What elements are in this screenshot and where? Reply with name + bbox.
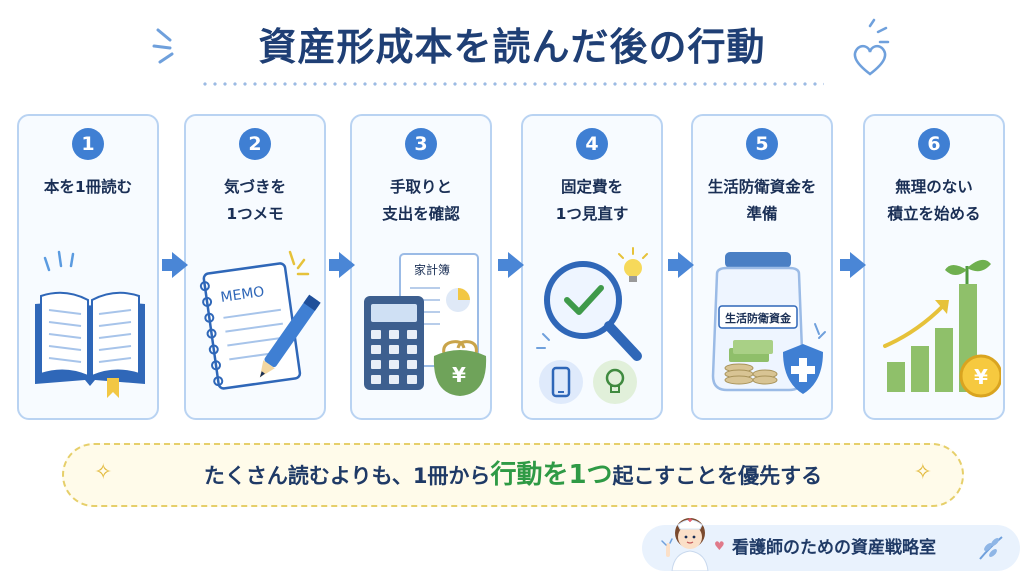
savings-jar-icon: 生活防衛資金 — [711, 252, 826, 394]
step-number-4: 4 — [576, 128, 608, 160]
flow-arrow-1 — [162, 252, 188, 278]
step-card-4: 4 固定費を 1つ見直す — [521, 114, 663, 420]
brand-name: 看護師のための資産戦略室 — [732, 538, 936, 558]
step-number-2: 2 — [239, 128, 271, 160]
household-budget-icon: 家計簿 ¥ — [364, 253, 487, 396]
sparkle-icon: ✧ — [94, 460, 113, 485]
step-card-3: 3 手取りと 支出を確認 家計簿 ¥ — [350, 114, 492, 420]
step-card-5: 5 生活防衛資金を 準備 生活防衛資金 — [691, 114, 833, 420]
book-icon — [35, 250, 145, 398]
step-label-4: 固定費を 1つ見直す — [555, 178, 629, 223]
step-label-3: 手取りと 支出を確認 — [382, 178, 460, 223]
sparkle-icon-right: ✧ — [913, 460, 932, 485]
tagline-after: 起こすことを優先する — [612, 464, 823, 488]
tagline-before: たくさん読むよりも、1冊から — [203, 464, 491, 488]
step-label-5: 生活防衛資金を 準備 — [707, 178, 817, 223]
step-card-6: 6 無理のない 積立を始める ¥ — [863, 114, 1005, 420]
tagline-banner: ✧ たくさん読むよりも、1冊から行動を1つ起こすことを優先する ✧ — [62, 443, 964, 507]
smartphone-icon — [539, 360, 583, 404]
flow-arrow-5 — [840, 252, 866, 278]
wallet-yen: ¥ — [452, 363, 466, 387]
calculator-icon — [364, 296, 424, 390]
sprout-icon — [945, 259, 991, 284]
magnifier-check-icon — [536, 247, 648, 404]
coin-yen: ¥ — [974, 365, 988, 389]
step-card-1: 1 本を1冊読む — [17, 114, 159, 420]
lightbulb-small-icon — [593, 360, 637, 404]
step-number-5: 5 — [746, 128, 778, 160]
growth-chart-icon: ¥ — [883, 259, 1001, 398]
accent-lines-icon — [152, 28, 174, 64]
page-title: 資産形成本を読んだ後の行動 — [258, 25, 766, 69]
memo-pen-icon: MEMO — [199, 250, 321, 390]
step-card-2: 2 気づきを 1つメモ MEMO — [184, 114, 326, 420]
ledger-text: 家計簿 — [414, 262, 450, 277]
heart-icon — [853, 18, 890, 76]
title-area: 資産形成本を読んだ後の行動 — [0, 16, 1024, 71]
wallet-icon: ¥ — [433, 340, 487, 396]
step-number-6: 6 — [918, 128, 950, 160]
step-label-6: 無理のない 積立を始める — [887, 178, 981, 223]
step-label-1: 本を1冊読む — [43, 178, 133, 196]
jar-label: 生活防衛資金 — [725, 311, 792, 325]
step-number-1: 1 — [72, 128, 104, 160]
step-label-2: 気づきを 1つメモ — [223, 178, 286, 223]
title-underline-dots — [200, 82, 824, 86]
brand-badge: ♥ 看護師のための資産戦略室 — [642, 518, 1020, 571]
nurse-avatar-icon — [661, 518, 709, 571]
memo-text: MEMO — [220, 284, 266, 306]
step-number-3: 3 — [405, 128, 437, 160]
flow-arrow-3 — [498, 252, 524, 278]
leaf-icon — [979, 536, 1003, 560]
tagline-highlight: 行動を1つ — [490, 460, 613, 490]
flow-arrow-2 — [329, 252, 355, 278]
shield-icon — [783, 344, 823, 394]
coin-icon: ¥ — [959, 354, 1001, 398]
lightbulb-icon — [618, 247, 648, 282]
flow-arrow-4 — [668, 252, 694, 278]
small-heart-icon: ♥ — [714, 539, 725, 553]
